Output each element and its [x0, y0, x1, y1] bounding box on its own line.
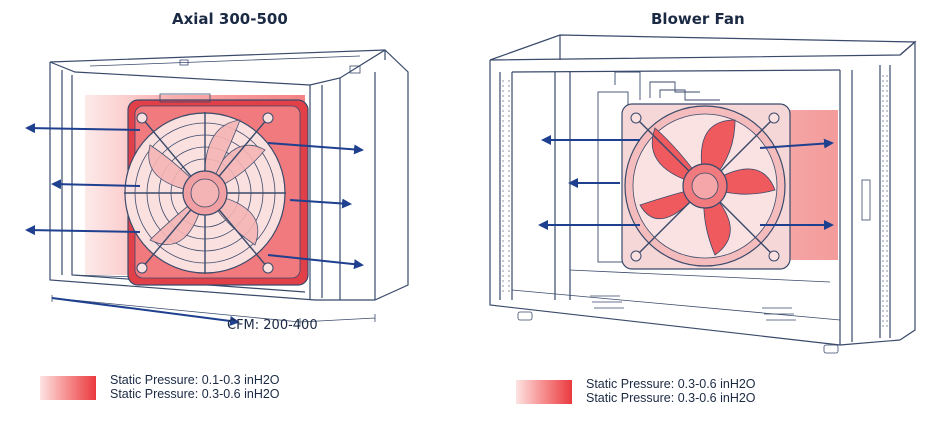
axial-airflow-arrows: [25, 123, 364, 326]
cfm-label: CFM: 200-400: [227, 318, 318, 333]
blower-legend-line-1: Static Pressure: 0.3-0.6 inH2O: [586, 377, 756, 391]
axial-legend: Static Pressure: 0.1-0.3 inH2O Static Pr…: [40, 373, 340, 407]
axial-title: Axial 300-500: [172, 10, 288, 28]
axial-legend-line-1: Static Pressure: 0.1-0.3 inH2O: [110, 373, 280, 387]
blower-enclosure: [489, 34, 917, 354]
blower-legend-line-2: Static Pressure: 0.3-0.6 inH2O: [586, 391, 756, 405]
axial-legend-line-2: Static Pressure: 0.3-0.6 inH2O: [110, 387, 280, 401]
blower-legend-swatch: [516, 380, 572, 404]
axial-fan: [124, 93, 309, 286]
blower-fan: [621, 103, 791, 270]
axial-enclosure: [49, 49, 409, 326]
blower-legend: Static Pressure: 0.3-0.6 inH2O Static Pr…: [516, 377, 846, 411]
blower-title: Blower Fan: [651, 10, 745, 28]
blower-airflow-arrows: [538, 135, 834, 230]
axial-legend-swatch: [40, 376, 96, 400]
